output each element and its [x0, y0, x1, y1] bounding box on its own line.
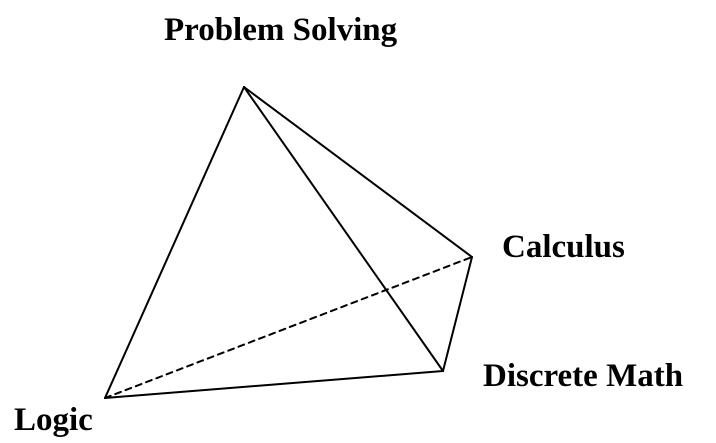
edge-right-bottom-right [442, 256, 473, 372]
edge-top-left [104, 86, 245, 399]
vertex-label-problem-solving: Problem Solving [164, 12, 398, 48]
edge-left-bottom-right [104, 370, 444, 399]
vertex-label-logic: Logic [14, 402, 93, 438]
edge-top-bottom-right [243, 86, 444, 372]
vertex-label-discrete-math: Discrete Math [483, 358, 684, 394]
tetrahedron-edges [104, 86, 473, 399]
edge-top-right [243, 86, 473, 258]
edge-left-right [104, 256, 473, 399]
vertex-label-calculus: Calculus [502, 229, 625, 265]
